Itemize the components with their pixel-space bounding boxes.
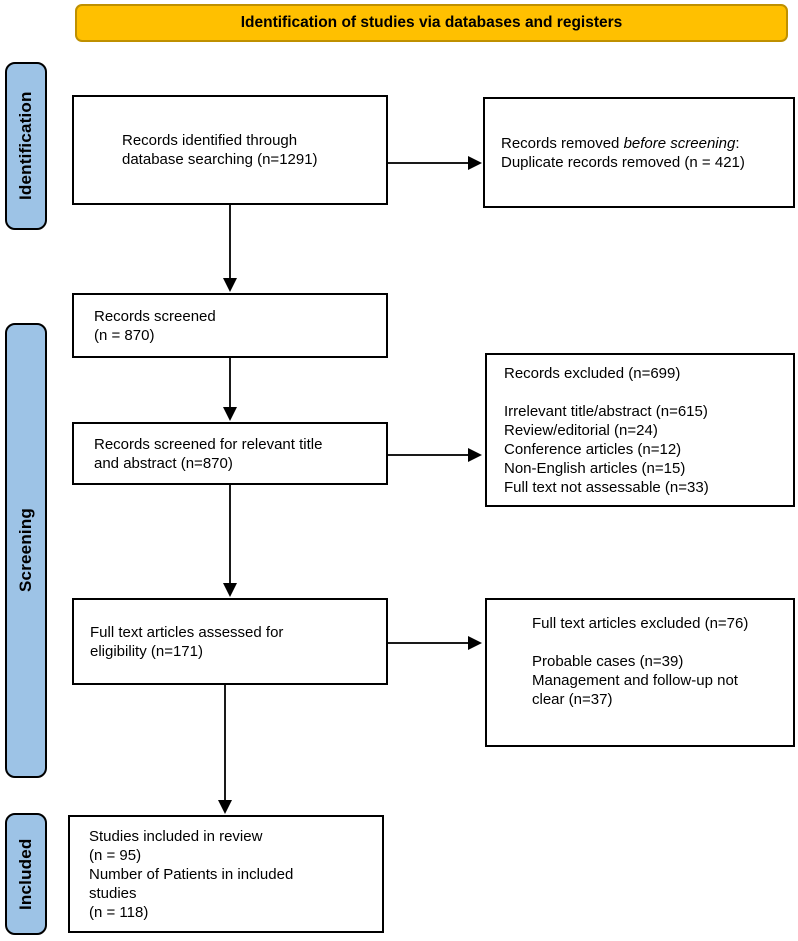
records-identified-text: Records identified through database searc… bbox=[122, 131, 378, 169]
text-line: clear (n=37) bbox=[532, 691, 613, 708]
banner-title: Identification of studies via databases … bbox=[75, 4, 788, 42]
stage-label-identification: Identification bbox=[5, 62, 47, 230]
arrow-screened-to-title-abstract bbox=[223, 358, 237, 421]
text-line bbox=[504, 383, 787, 402]
stage-label-screening: Screening bbox=[5, 323, 47, 778]
full-text-excluded-text: Full text articles excluded (n=76) Proba… bbox=[532, 614, 787, 709]
records-removed-line1-suffix: : bbox=[735, 134, 740, 152]
text-line: Non-English articles (n=15) bbox=[504, 459, 686, 477]
text-line: Conference articles (n=12) bbox=[504, 440, 682, 458]
arrow-fulltext-to-excluded bbox=[388, 636, 482, 650]
text-line: database searching (n=1291) bbox=[122, 151, 318, 168]
text-line: Review/editorial (n=24) bbox=[504, 421, 658, 439]
text-line: (n = 118) bbox=[89, 903, 149, 921]
arrow-title-abstract-to-excluded bbox=[388, 448, 482, 462]
arrow-title-abstract-to-fulltext bbox=[223, 485, 237, 597]
studies-included-text: Studies included in review(n = 95)Number… bbox=[89, 827, 374, 922]
records-excluded-box: Records excluded (n=699) Irrelevant titl… bbox=[485, 353, 795, 507]
records-removed-line2: Duplicate records removed (n = 421) bbox=[501, 153, 745, 171]
records-removed-line1: Records removed before screening: bbox=[501, 134, 787, 153]
text-line: Full text not assessable (n=33) bbox=[504, 478, 709, 496]
text-line: and abstract (n=870) bbox=[94, 454, 233, 472]
records-screened-text: Records screened(n = 870) bbox=[94, 307, 378, 345]
text-line: (n = 95) bbox=[89, 846, 142, 864]
text-line: Number of Patients in included bbox=[89, 865, 294, 883]
records-identified-box: Records identified through database searc… bbox=[72, 95, 388, 205]
text-line: Records screened for relevant title bbox=[94, 435, 323, 453]
arrow-identified-to-screened bbox=[223, 205, 237, 292]
records-removed-box: Records removed before screening: Duplic… bbox=[483, 97, 795, 208]
text-line: Management and follow-up not bbox=[532, 672, 738, 689]
records-removed-line1-prefix: Records removed bbox=[501, 134, 624, 152]
records-screened-box: Records screened(n = 870) bbox=[72, 293, 388, 358]
text-line: Probable cases (n=39) bbox=[532, 653, 684, 670]
arrow-fulltext-to-included bbox=[218, 685, 232, 814]
studies-included-box: Studies included in review(n = 95)Number… bbox=[68, 815, 384, 933]
text-line bbox=[532, 633, 787, 652]
text-line: Irrelevant title/abstract (n=615) bbox=[504, 402, 708, 420]
text-line: Records excluded (n=699) bbox=[504, 364, 681, 382]
records-excluded-text: Records excluded (n=699) Irrelevant titl… bbox=[504, 364, 787, 497]
text-line: Studies included in review bbox=[89, 827, 263, 845]
text-line: (n = 870) bbox=[94, 326, 155, 344]
text-line: Records screened bbox=[94, 307, 216, 325]
text-line: studies bbox=[89, 884, 137, 902]
text-line: Full text articles excluded (n=76) bbox=[532, 615, 749, 632]
text-line: Full text articles assessed for bbox=[90, 623, 284, 641]
text-line: Records identified through bbox=[122, 132, 298, 149]
text-line: eligibility (n=171) bbox=[90, 642, 203, 660]
full-text-excluded-box: Full text articles excluded (n=76) Proba… bbox=[485, 598, 795, 747]
arrow-identified-to-removed bbox=[388, 156, 482, 170]
stage-label-included: Included bbox=[5, 813, 47, 935]
records-removed-line1-italic: before screening bbox=[623, 134, 736, 152]
